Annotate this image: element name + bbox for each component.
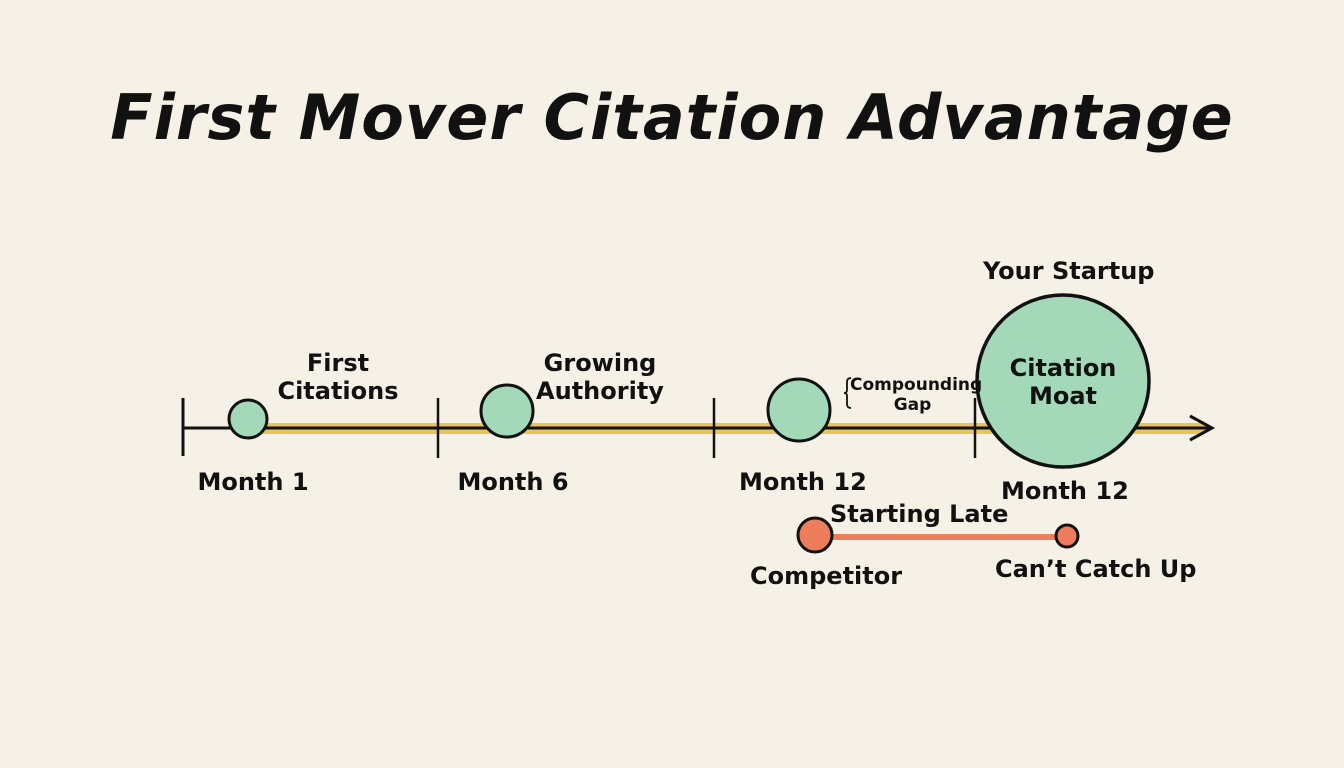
starting-late-label: Starting Late: [830, 500, 1009, 528]
cant-catch-up-label: Can’t Catch Up: [995, 555, 1197, 583]
label-line: Citations: [277, 376, 399, 405]
milestone-circle-month-12: [766, 377, 832, 443]
competitor-label: Competitor: [750, 562, 903, 590]
month-label-6: Month 6: [457, 468, 569, 496]
label-line: Compounding: [850, 375, 983, 395]
month-label-12-startup: Month 12: [1001, 477, 1129, 505]
milestone-circle-month-6: [479, 383, 535, 439]
label-line: Moat: [1028, 381, 1098, 410]
label-line: Growing: [543, 349, 657, 377]
citation-moat-label: Citation Moat: [993, 354, 1133, 410]
arrow-head-icon: [1189, 414, 1216, 442]
milestone-circle-month-1: [227, 398, 269, 440]
label-line: Citation: [1009, 354, 1117, 382]
label-line: Gap: [893, 394, 932, 415]
compounding-gap-label: Compounding Gap: [850, 375, 983, 415]
month-label-1: Month 1: [197, 468, 309, 496]
label-line: First: [306, 349, 370, 377]
citation-moat-circle: [975, 293, 1151, 469]
your-startup-label: Your Startup: [983, 257, 1155, 285]
competitor-end-circle: [1054, 523, 1080, 549]
milestone-label-first-citations: First Citations: [268, 349, 408, 405]
competitor-start-circle: [796, 516, 834, 554]
month-label-12: Month 12: [739, 468, 867, 496]
gap-bracket-icon: [843, 377, 852, 409]
page-title: First Mover Citation Advantage: [110, 81, 1234, 154]
label-line: Authority: [536, 376, 664, 405]
milestone-label-growing-authority: Growing Authority: [530, 349, 670, 405]
